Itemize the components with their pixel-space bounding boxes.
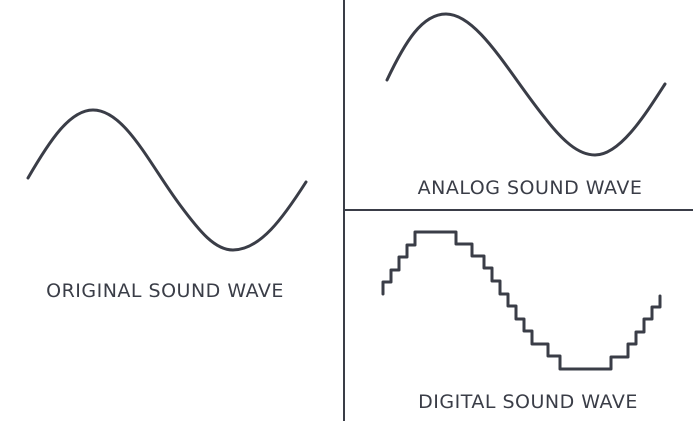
original-wave-curve: [26, 108, 308, 252]
original-wave-label: ORIGINAL SOUND WAVE: [46, 280, 284, 302]
analog-wave-label: ANALOG SOUND WAVE: [418, 177, 643, 199]
digital-wave-label: DIGITAL SOUND WAVE: [418, 391, 638, 413]
analog-wave-curve: [385, 12, 667, 157]
digital-wave-steps: [381, 230, 662, 371]
